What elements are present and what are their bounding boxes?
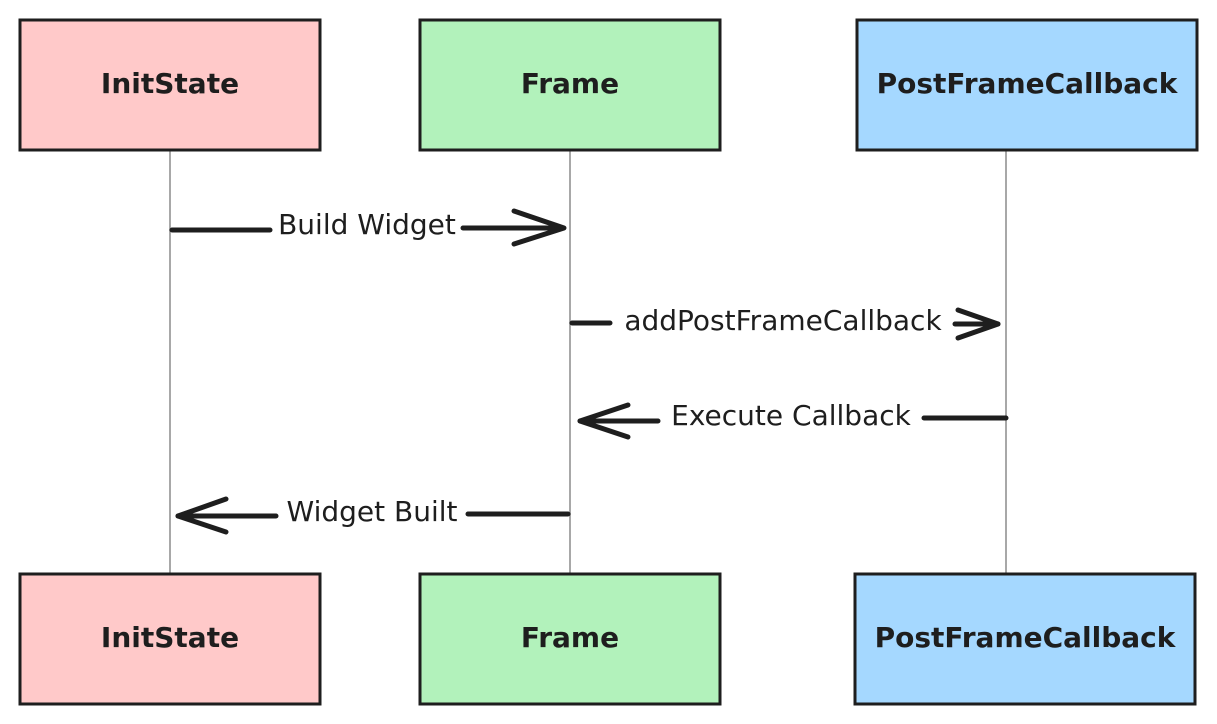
message-addpostframecallback: addPostFrameCallback [569,304,1001,341]
actor-label: PostFrameCallback [875,621,1177,654]
actor-box [853,572,1197,706]
actor-label: InitState [101,67,239,100]
actor-top-frame: Frame [418,18,722,152]
message-build-widget: Build Widget [169,208,567,247]
arrowhead-right-icon [955,307,1001,341]
arrowhead-left-icon [175,496,229,535]
actor-label: Frame [521,621,619,654]
actor-box [18,18,322,152]
arrowhead-left-icon [577,402,631,440]
message-label: Execute Callback [671,399,911,432]
actor-bottom-frame: Frame [418,572,722,706]
actor-box [418,18,722,152]
message-label: Widget Built [287,495,458,528]
actor-label: Frame [521,67,619,100]
message-execute-callback: Execute Callback [577,399,1009,440]
message-label: addPostFrameCallback [624,304,942,337]
actor-box [855,18,1199,152]
message-label: Build Widget [278,208,456,241]
actor-top-postframecallback: PostFrameCallback [855,18,1199,152]
actor-label: InitState [101,621,239,654]
message-widget-built: Widget Built [175,495,571,535]
actor-box [418,572,722,706]
actor-top-initstate: InitState [18,18,322,152]
actor-bottom-postframecallback: PostFrameCallback [853,572,1197,706]
actor-label: PostFrameCallback [877,67,1179,100]
arrowhead-right-icon [511,208,567,247]
actor-bottom-initstate: InitState [18,572,322,706]
actor-box [18,572,322,706]
